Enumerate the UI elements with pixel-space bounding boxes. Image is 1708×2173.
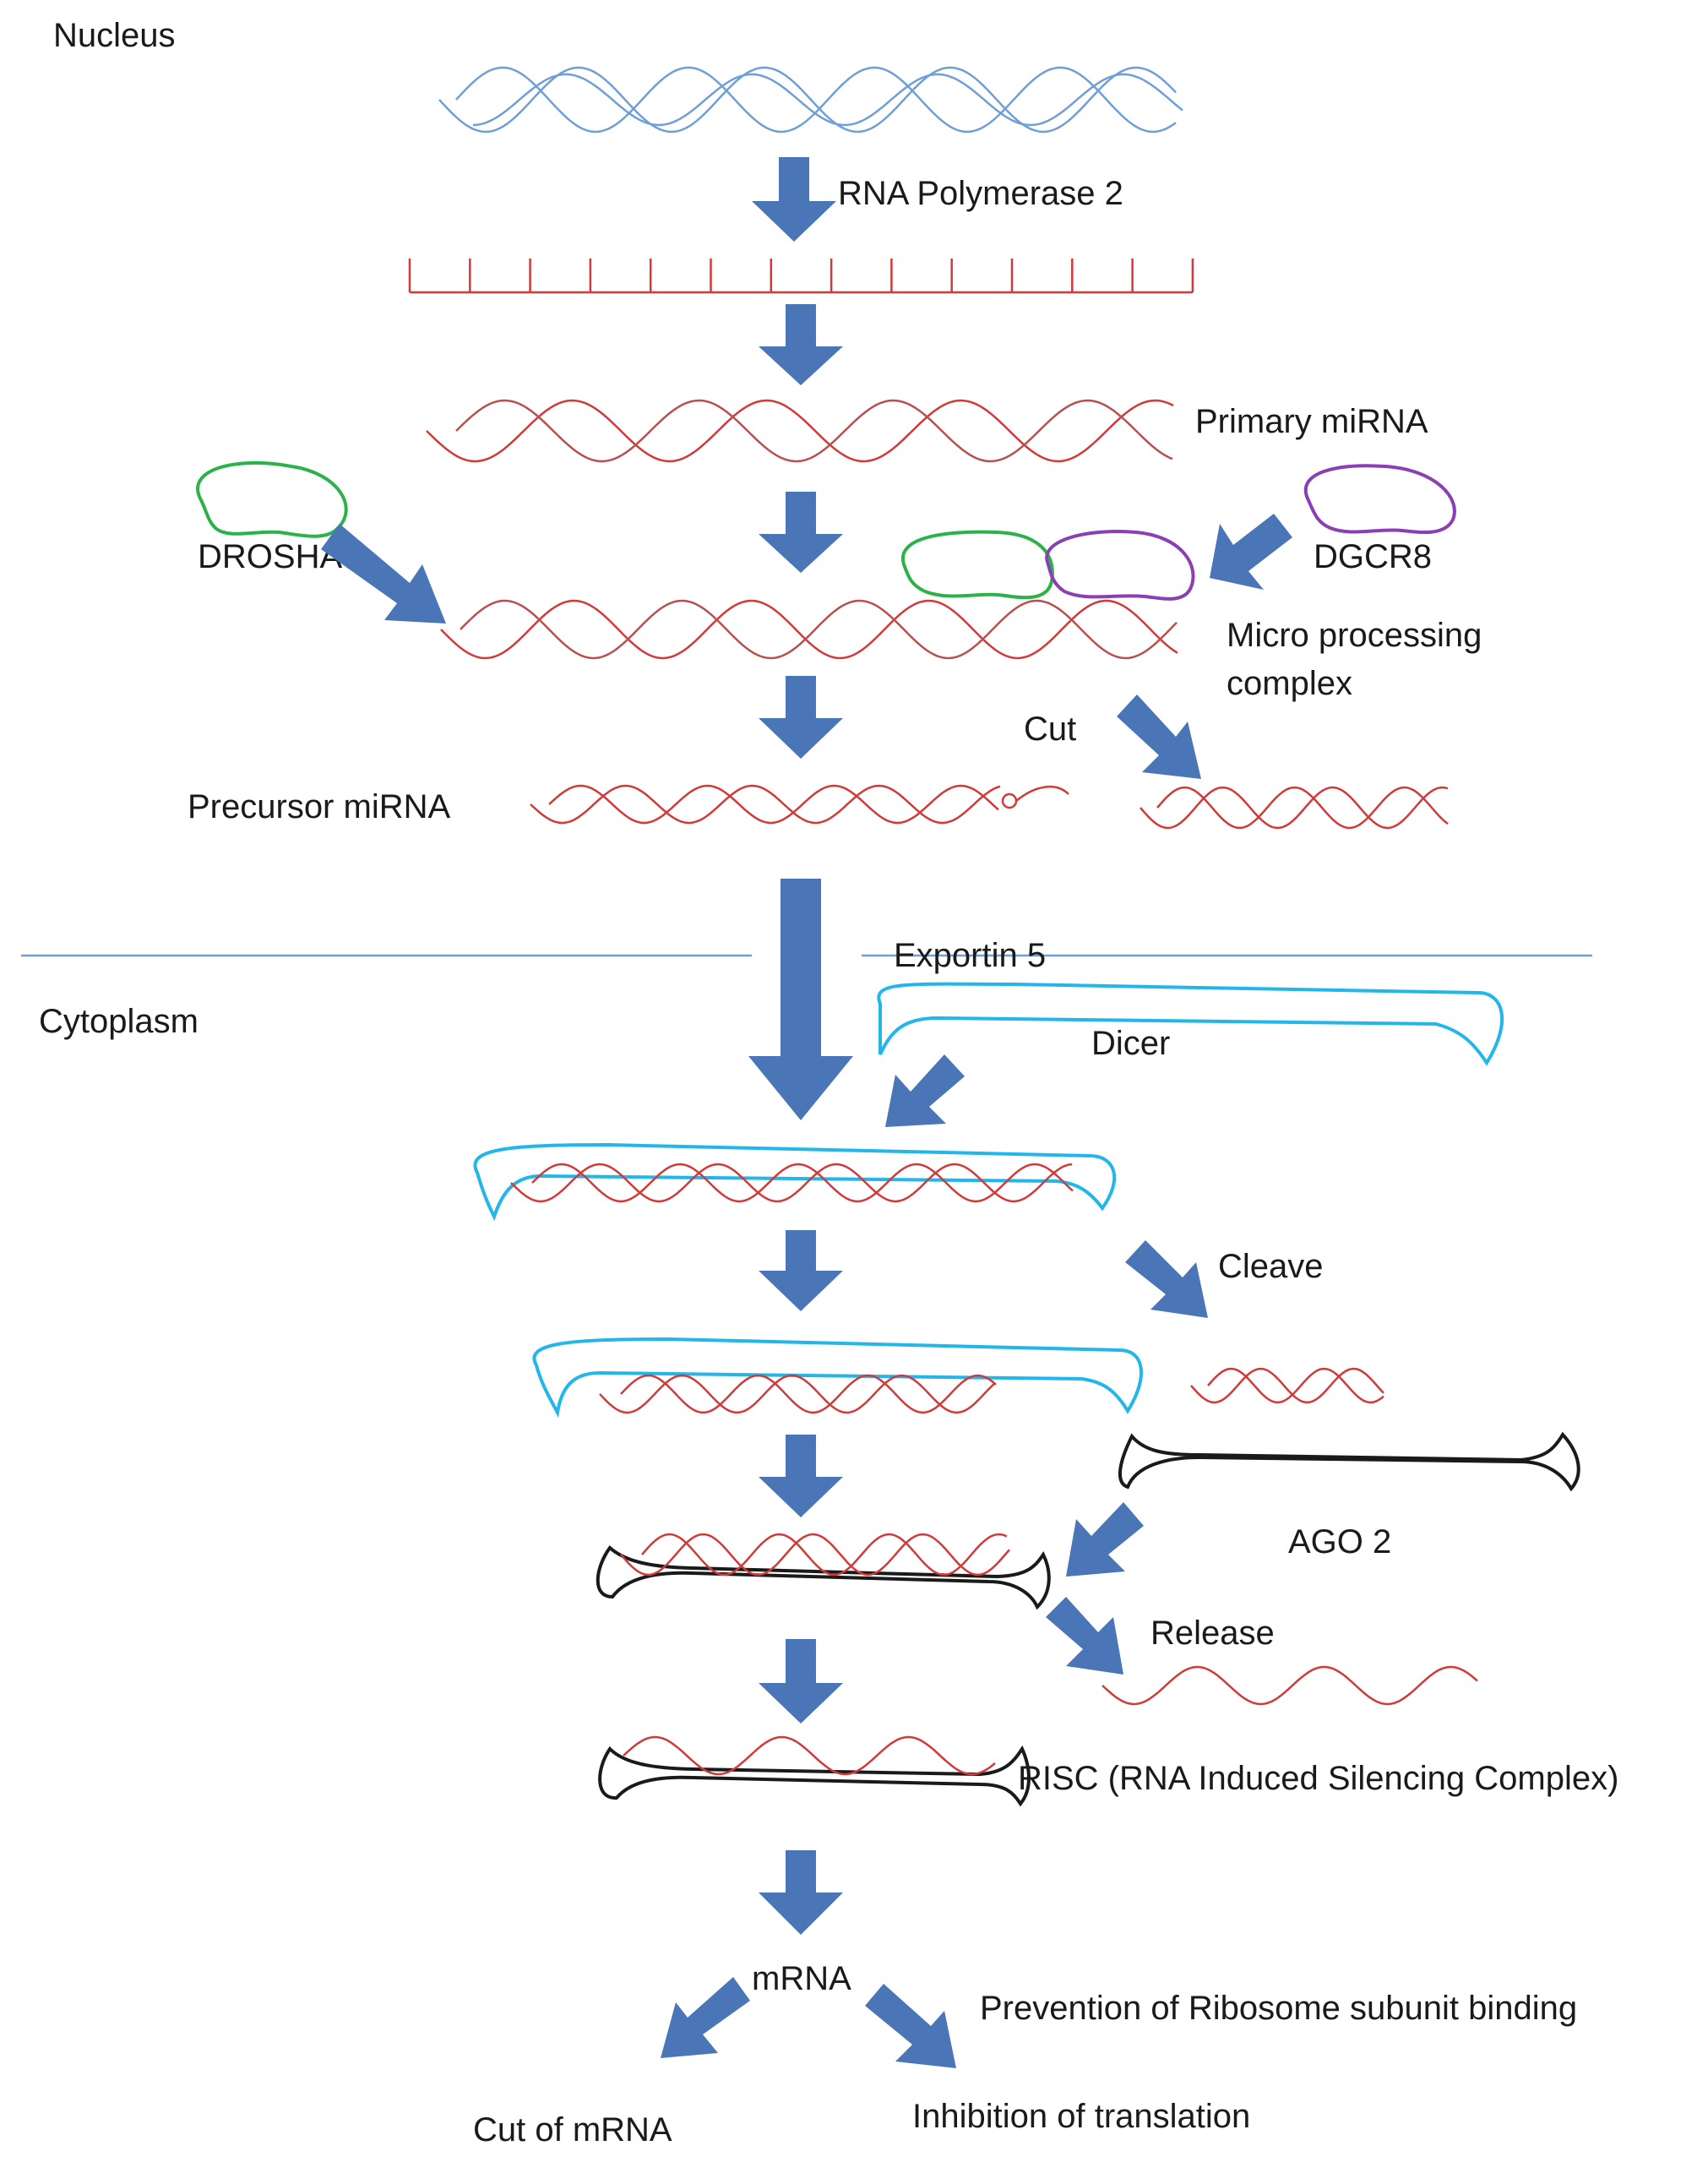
- micro-processing-label-line1: Micro processing: [1227, 617, 1482, 654]
- dgcr8-in-complex: [1045, 530, 1195, 601]
- cut-fragment-helix: [1140, 786, 1449, 830]
- down-arrow: [759, 1850, 843, 1935]
- micro-processing-label-line2: complex: [1227, 665, 1352, 702]
- inhibition-label: Inhibition of translation: [912, 2098, 1250, 2135]
- dgcr8-label: DGCR8: [1314, 538, 1432, 575]
- ago-complex-1: [596, 1545, 1051, 1610]
- dgcr8-protein: [1303, 464, 1456, 534]
- dicer-complex-1: [473, 1142, 1117, 1222]
- cleaved-fragment-helix: [1190, 1367, 1384, 1404]
- nucleus-label: Nucleus: [53, 17, 176, 54]
- dna-helix: [438, 66, 1183, 133]
- cut-arrow: [1117, 694, 1201, 779]
- microprocessor-helix: [440, 599, 1178, 660]
- dicer-complex-helix: [510, 1163, 1074, 1203]
- down-arrow: [759, 1435, 843, 1517]
- release-arrow: [1046, 1597, 1123, 1675]
- down-arrow: [759, 492, 843, 573]
- mrna-label: mRNA: [752, 1960, 851, 1997]
- prevention-label: Prevention of Ribosome subunit binding: [980, 1990, 1577, 2027]
- ago-complex-helix: [620, 1533, 1010, 1577]
- down-arrow: [759, 304, 843, 385]
- primary-mirna-helix: [426, 399, 1174, 463]
- dicer-complex-2: [532, 1337, 1143, 1419]
- down-arrow: [759, 676, 843, 759]
- risc-label: RISC (RNA Induced Silencing Complex): [1018, 1760, 1618, 1797]
- cleave-label: Cleave: [1218, 1248, 1324, 1285]
- drosha-protein: [196, 460, 348, 538]
- export-arrow: [748, 879, 853, 1120]
- dicer-protein: [877, 982, 1504, 1066]
- cytoplasm-label: Cytoplasm: [39, 1003, 199, 1040]
- cleave-arrow: [1125, 1240, 1208, 1318]
- dicer-arrow: [885, 1054, 965, 1127]
- cut-mrna-label: Cut of mRNA: [473, 2111, 672, 2148]
- precursor-mirna-helix: [530, 784, 1069, 825]
- rna-polymerase-label: RNA Polymerase 2: [838, 175, 1123, 212]
- rna-transcript-comb: [408, 259, 1194, 294]
- dgcr8-arrow: [1210, 514, 1292, 590]
- ago2-protein: [1118, 1431, 1580, 1492]
- down-arrow: [752, 157, 836, 242]
- inhibition-arrow: [865, 1984, 956, 2068]
- exportin-label: Exportin 5: [894, 937, 1046, 974]
- dicer-label: Dicer: [1091, 1025, 1170, 1062]
- release-label: Release: [1150, 1615, 1275, 1652]
- primary-mirna-label: Primary miRNA: [1195, 403, 1428, 440]
- released-strand: [1101, 1665, 1478, 1706]
- down-arrow: [759, 1639, 843, 1724]
- cut-label: Cut: [1024, 711, 1076, 748]
- drosha-arrow: [321, 524, 446, 624]
- ago2-label: AGO 2: [1288, 1523, 1391, 1560]
- drosha-label: DROSHA: [198, 538, 342, 575]
- drosha-in-complex: [900, 530, 1054, 600]
- ago2-arrow: [1066, 1502, 1144, 1577]
- cut-mrna-arrow: [661, 1977, 750, 2058]
- dicer-complex-2-helix: [599, 1374, 997, 1414]
- risc-complex: [598, 1745, 1031, 1807]
- down-arrow: [759, 1230, 843, 1311]
- precursor-mirna-label: Precursor miRNA: [188, 788, 450, 825]
- risc-guide-strand: [623, 1735, 996, 1776]
